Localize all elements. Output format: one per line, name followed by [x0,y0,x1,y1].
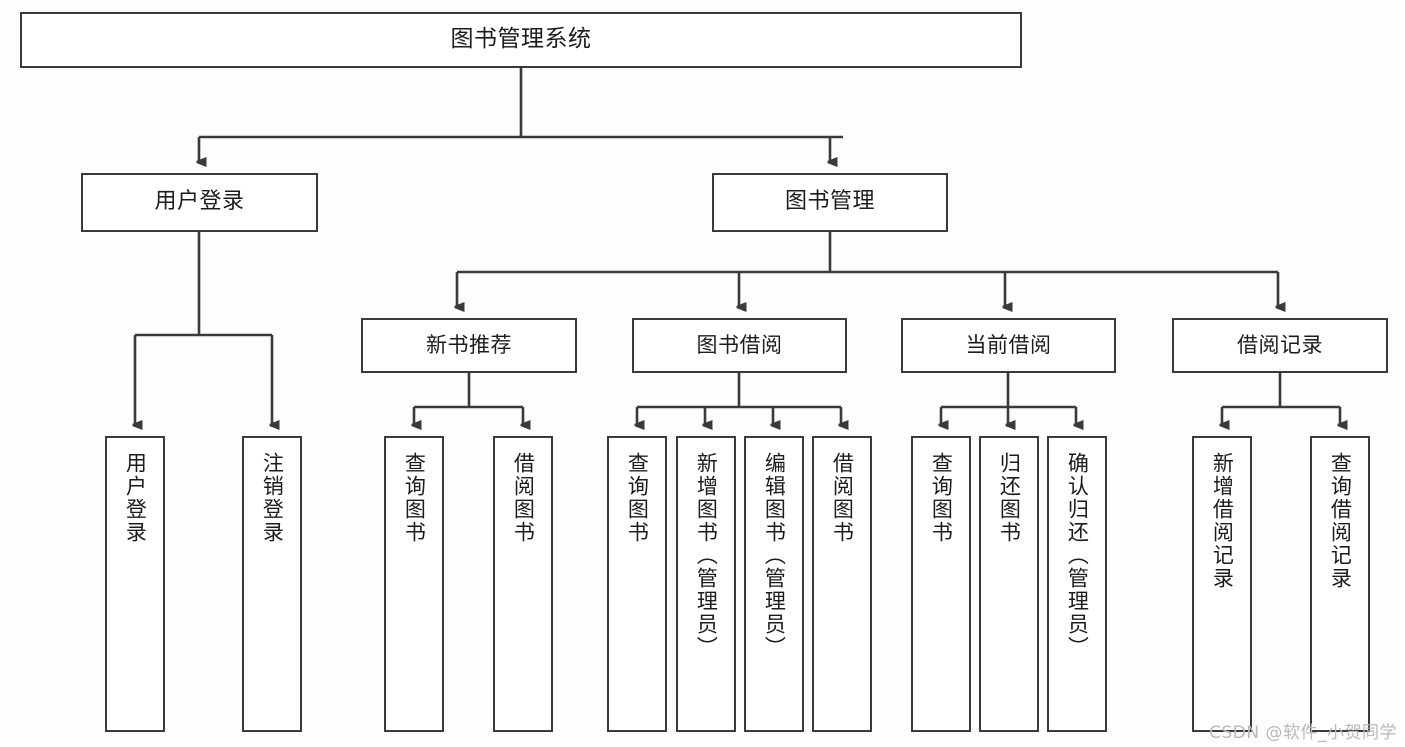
leaf-add-book-admin[interactable]: 新增图书（管理员） [676,436,736,732]
node-label: 归还图书 [997,452,1022,544]
leaf-query-borrow-record[interactable]: 查询借阅记录 [1310,436,1370,732]
node-label: 编辑图书（管理员） [762,452,787,659]
leaf-edit-book-admin[interactable]: 编辑图书（管理员） [744,436,804,732]
leaf-query-book-current[interactable]: 查询图书 [911,436,971,732]
leaf-logout-login[interactable]: 注销登录 [242,436,302,732]
node-label: 新增图书（管理员） [694,452,719,659]
leaf-return-book[interactable]: 归还图书 [979,436,1039,732]
node-label: 当前借阅 [965,333,1052,358]
node-label: 用户登录 [123,452,148,544]
node-label: 新书推荐 [426,333,512,358]
leaf-borrow-book-recommend[interactable]: 借阅图书 [493,436,553,732]
leaf-user-login[interactable]: 用户登录 [105,436,165,732]
node-label: 图书管理 [784,189,875,215]
leaf-confirm-return-admin[interactable]: 确认归还（管理员） [1047,436,1107,732]
node-new-book-recommend[interactable]: 新书推荐 [361,318,577,373]
node-label: 确认归还（管理员） [1065,452,1090,659]
leaf-query-book-recommend[interactable]: 查询图书 [384,436,444,732]
node-root-book-management-system[interactable]: 图书管理系统 [20,12,1022,68]
node-label: 借阅图书 [511,452,536,544]
node-label: 查询图书 [625,452,650,544]
node-label: 查询图书 [402,452,427,544]
node-label: 借阅图书 [830,452,855,544]
node-current-borrow[interactable]: 当前借阅 [901,318,1116,373]
leaf-query-book-borrow[interactable]: 查询图书 [607,436,667,732]
node-label: 新增借阅记录 [1210,452,1235,590]
node-label: 图书借阅 [696,333,783,358]
node-book-borrow[interactable]: 图书借阅 [632,318,847,373]
node-label: 图书管理系统 [450,26,592,53]
node-user-login[interactable]: 用户登录 [81,173,318,232]
node-label: 用户登录 [154,189,245,215]
node-label: 借阅记录 [1237,333,1323,358]
node-label: 查询图书 [929,452,954,544]
node-borrow-record[interactable]: 借阅记录 [1172,318,1388,373]
csdn-watermark: CSDN @软件_小贺同学 [1209,723,1397,743]
node-label: 查询借阅记录 [1328,452,1353,590]
node-label: 注销登录 [260,452,285,544]
leaf-add-borrow-record[interactable]: 新增借阅记录 [1192,436,1252,732]
leaf-borrow-book[interactable]: 借阅图书 [812,436,872,732]
node-book-management[interactable]: 图书管理 [712,173,948,232]
